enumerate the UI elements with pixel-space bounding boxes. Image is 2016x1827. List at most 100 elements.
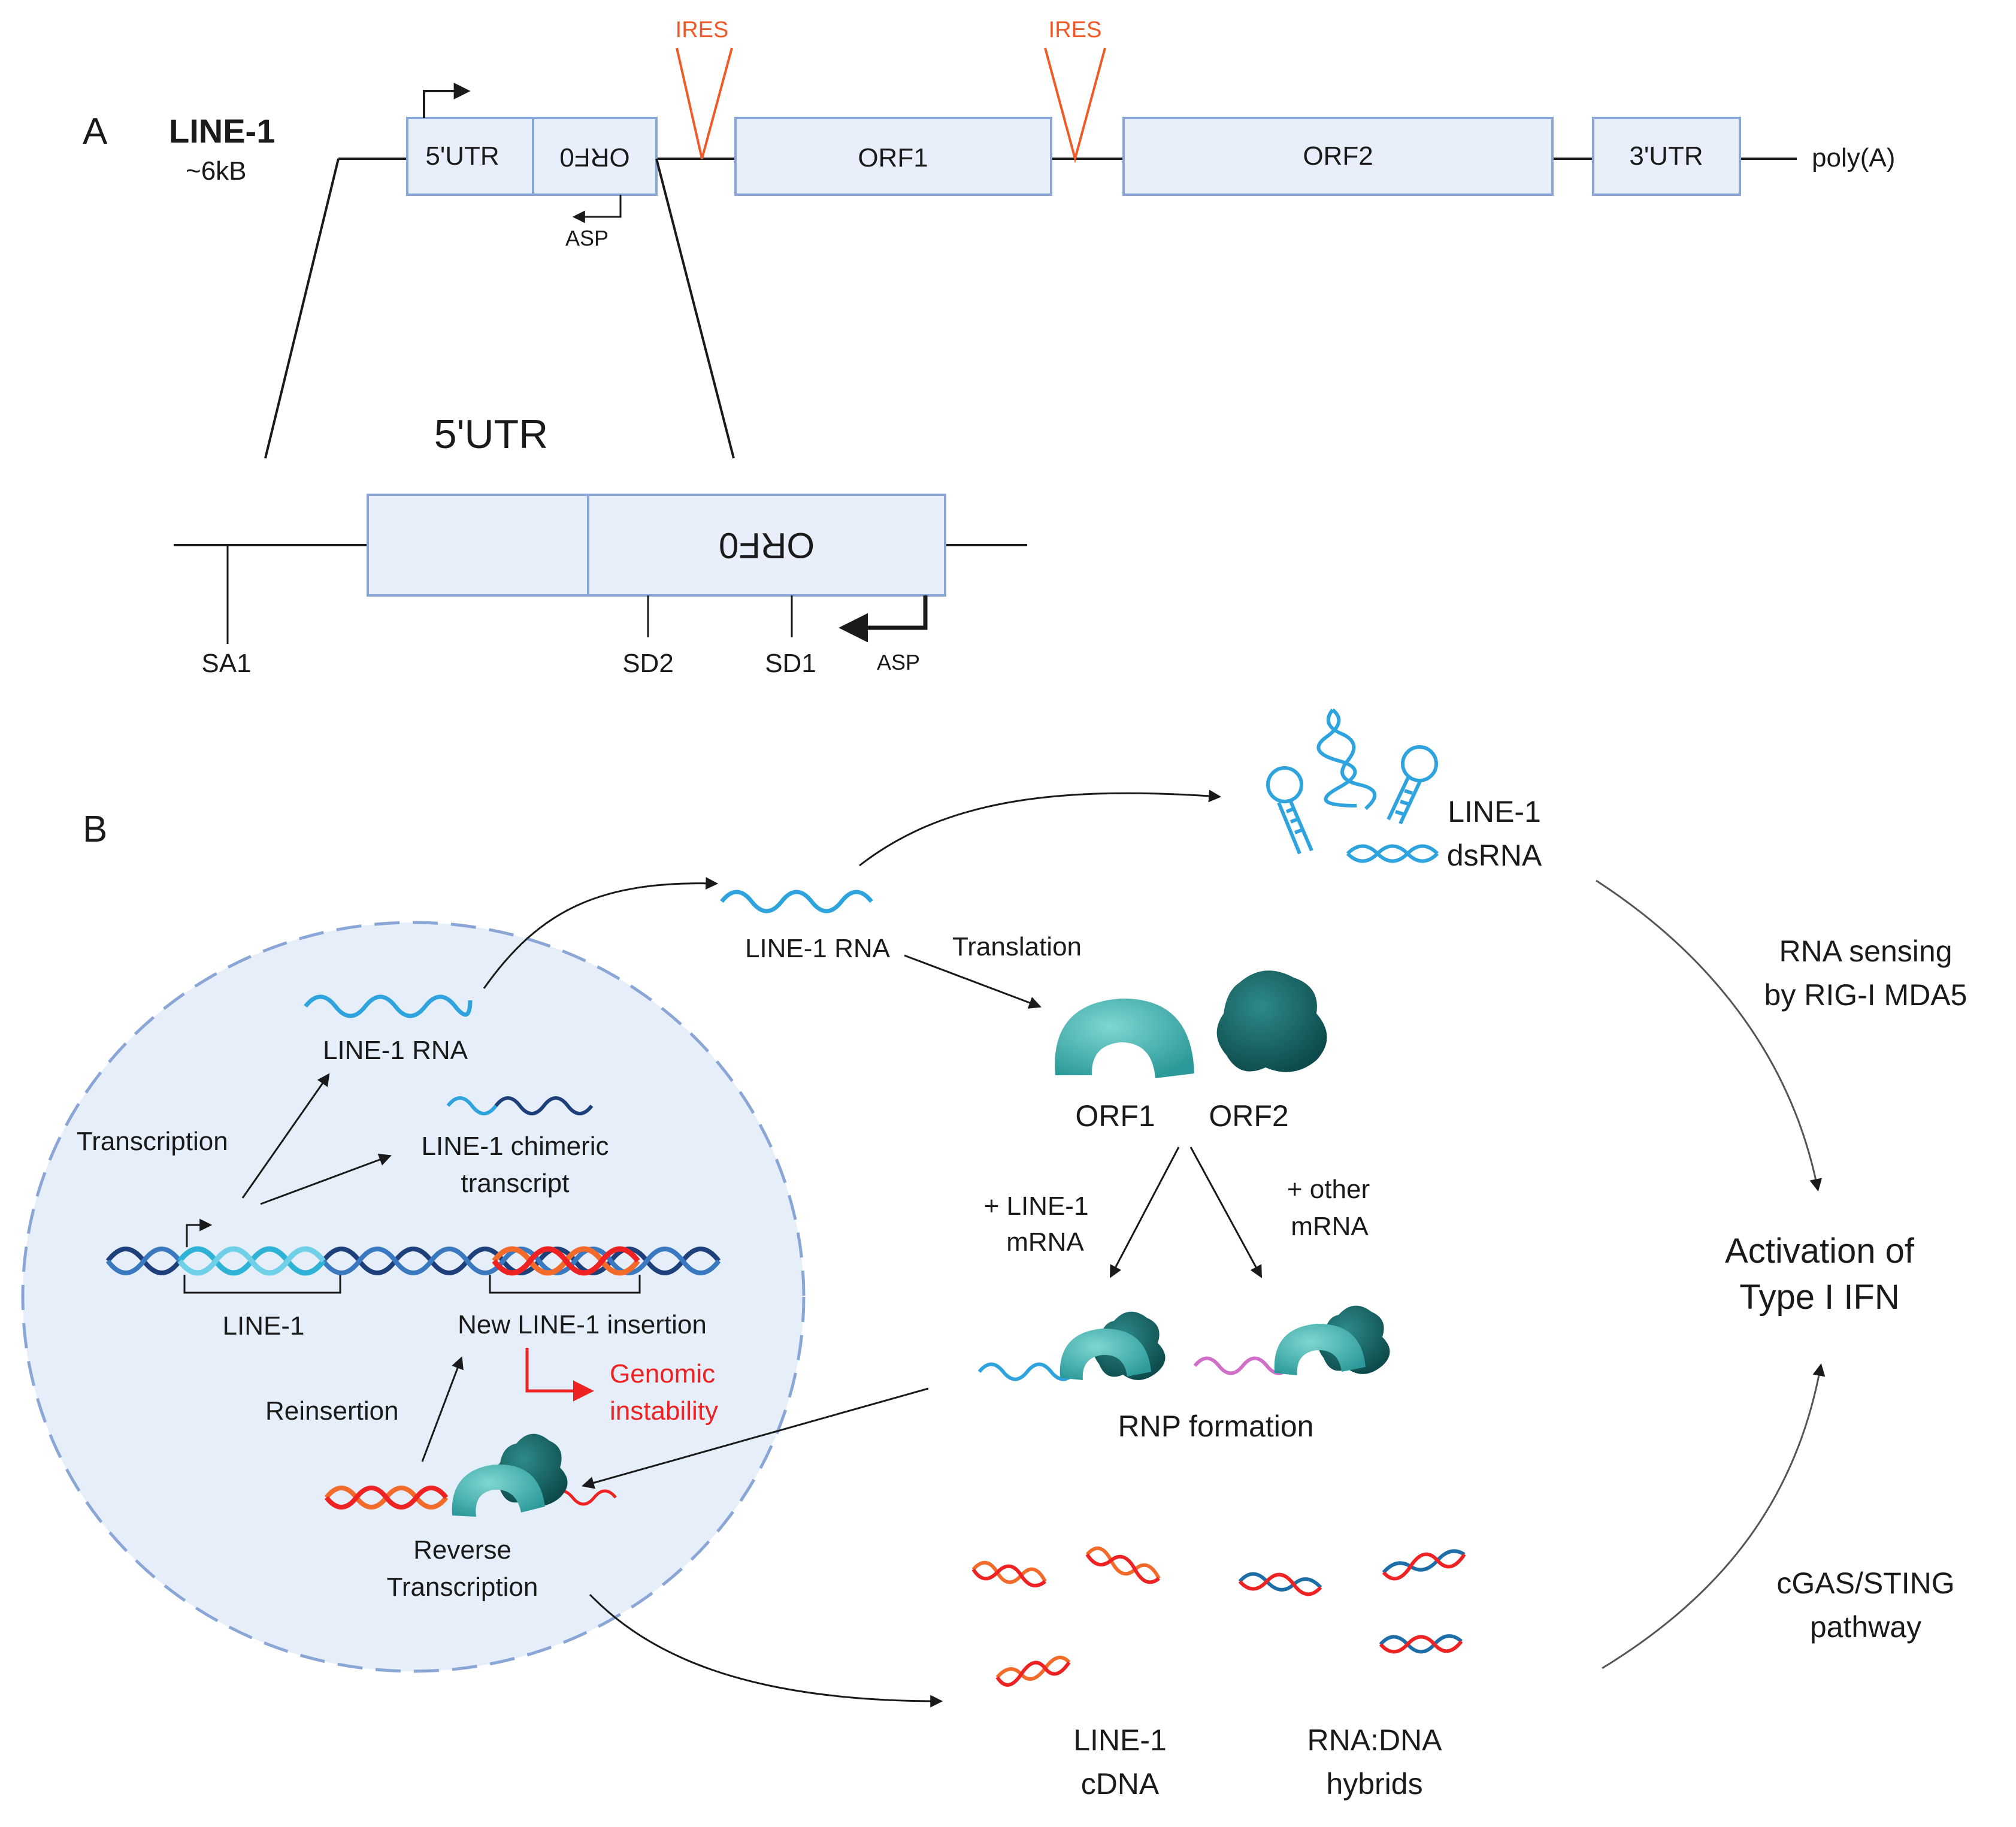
ires-marker-2: IRES [1044,17,1106,164]
rna-sensing-2: by RIG-I MDA5 [1764,978,1967,1012]
line1-promoter-arrow [186,1218,213,1247]
zoom-orf0-box [587,494,946,597]
plus-line1-1: + LINE-1 [984,1191,1089,1221]
cgas-arrow [1602,1363,1826,1669]
plus-line1-2: mRNA [1006,1227,1084,1257]
utr5-label: 5'UTR [425,141,499,171]
utr5-box [406,117,534,196]
chimeric-wave-blue [446,1096,498,1115]
rna-sensing-arrow [1596,879,1822,1192]
line1-title: LINE-1 [169,112,275,150]
plus-other-1: + other [1287,1175,1370,1204]
transcription-arrow-2 [260,1154,392,1205]
dsrna-helix-2 [1346,844,1439,863]
cyto-line1-rna-label: LINE-1 RNA [745,934,891,963]
zoom-line-left [264,158,340,459]
reverse-transcription-2: Transcription [387,1572,538,1602]
polya-label: poly(A) [1812,143,1895,173]
orf2-box [1122,117,1554,196]
plus-other-2: mRNA [1291,1212,1369,1241]
chimeric-label-2: transcript [461,1169,570,1198]
line1-size: ~6kB [186,156,247,186]
zoom-orf0-label-flipped: ORF0 [719,525,815,565]
zoom-utr-box [367,494,589,597]
dsrna-label-2: dsRNA [1447,839,1542,872]
zoom-title: 5'UTR [434,412,549,457]
orf1-label: ORF1 [1075,1099,1155,1133]
dsrna-label-1: LINE-1 [1448,795,1541,828]
stem-loop-1 [1266,766,1303,803]
panel-b: B LINE-1 RNA LINE-1 chimeric transcript … [21,708,1967,1801]
rt-orf1-protein [452,1464,545,1517]
nucleus [21,921,806,1673]
panel-b-label: B [83,809,107,850]
nucleus-rna-wave [304,994,473,1018]
utr3-label: 3'UTR [1629,141,1703,171]
reinsertion-label: Reinsertion [265,1396,399,1426]
sense-promoter-arrow [423,83,471,118]
sd1-label: SD1 [765,649,816,678]
cyto-rna-wave [720,890,873,914]
activation-1: Activation of [1725,1232,1915,1271]
orf2-protein [1216,970,1327,1072]
stem-loop-2 [1401,745,1438,782]
genomic-instability-arrow [525,1348,594,1402]
genomic-instability-1: Genomic [610,1359,715,1389]
hybrid-label-2: hybrids [1326,1767,1422,1801]
zoom-asp-arrow [839,595,928,643]
dsrna-arrow [859,790,1222,867]
translation-arrow [904,954,1042,1009]
line1-label: LINE-1 [223,1311,305,1341]
genomic-instability-2: instability [610,1396,718,1426]
genomic-dna-helix [105,1246,721,1276]
cdna-label-2: cDNA [1081,1767,1160,1801]
orf2-label: ORF2 [1303,141,1373,171]
plus-line1-arrow [1110,1147,1180,1278]
plus-other-arrow [1189,1147,1263,1278]
orf0-label-flipped: ORF0 [559,143,629,172]
rnp-label: RNP formation [1118,1409,1314,1443]
line1-bracket [183,1275,341,1294]
rnp-line1 [977,1311,1166,1381]
reverse-transcription-1: Reverse [413,1535,511,1565]
hybrid-cluster [1238,1549,1466,1654]
orf1-protein [1055,998,1194,1078]
chimeric-label-1: LINE-1 chimeric [422,1132,609,1161]
cdna-cluster [971,1546,1161,1687]
zoom-line-right [655,158,735,459]
rnp-import-arrow [581,1387,929,1489]
asp-label: ASP [565,226,609,250]
orf0-box [532,117,658,196]
reinsertion-arrow [421,1356,464,1462]
translation-label: Translation [952,932,1082,961]
reverse-transcription-complex [324,1433,617,1517]
sa1-label: SA1 [201,649,251,678]
new-insertion-label: New LINE-1 insertion [458,1310,707,1339]
hybrid-label-1: RNA:DNA [1307,1723,1442,1757]
orf1-box [734,117,1052,196]
orf1-label: ORF1 [858,143,928,173]
panel-a-label: A [83,111,108,152]
chimeric-wave-navy [494,1096,594,1115]
orf2-label: ORF2 [1209,1099,1288,1133]
zoom-asp-label: ASP [877,650,920,674]
cgas-label-1: cGAS/STING [1776,1566,1954,1600]
panel-a: A LINE-1 ~6kB 5'UTR ORF0 ORF1 ORF2 3'UTR… [83,17,1895,678]
rna-sensing-1: RNA sensing [1779,934,1952,968]
nucleus-line1-rna-label: LINE-1 RNA [323,1036,468,1065]
cgas-label-2: pathway [1810,1610,1921,1644]
cdna-label-1: LINE-1 [1073,1723,1167,1757]
cdna-arrow [589,1593,943,1708]
transcription-arrow-1 [241,1073,330,1199]
asp-arrow [572,195,622,223]
sd2-label: SD2 [622,649,674,678]
dsrna-cluster [1266,708,1439,863]
ires-label-2: IRES [1049,17,1102,43]
rna-export-arrow [483,877,719,989]
activation-2: Type I IFN [1739,1278,1900,1317]
utr3-box [1592,117,1741,196]
rnp-other [1193,1305,1390,1375]
ires-marker-1: IRES [676,17,733,159]
ires-label-1: IRES [676,17,729,43]
